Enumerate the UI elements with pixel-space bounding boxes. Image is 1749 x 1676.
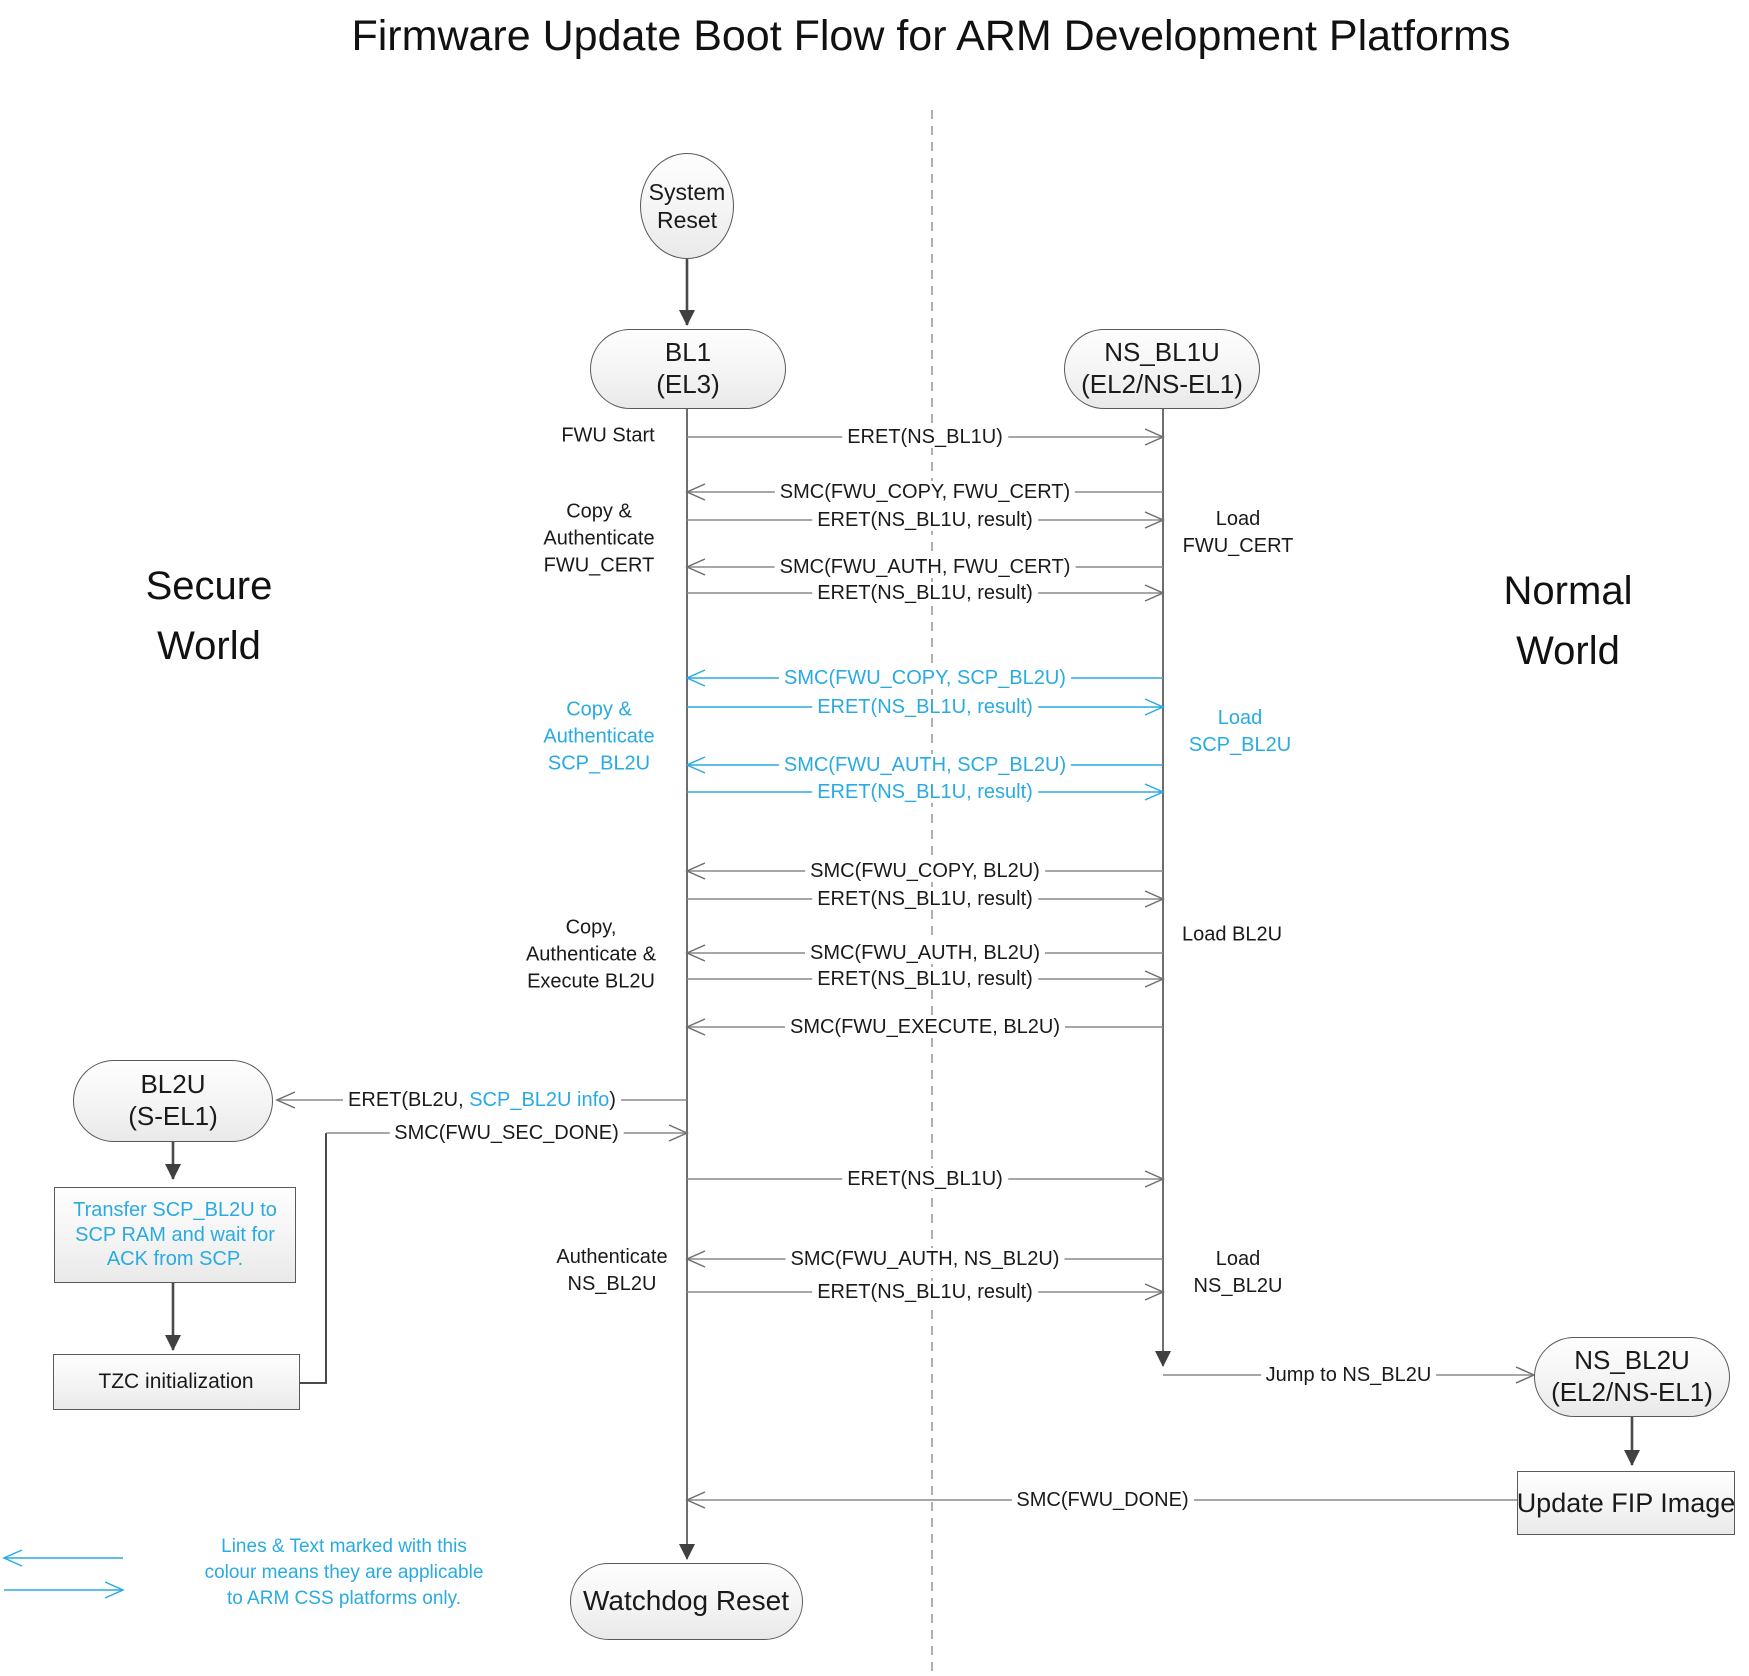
activity-label-line: Authenticate <box>543 725 655 748</box>
legend-line-2: colour means they are applicable <box>204 1562 484 1583</box>
activity-label-line: Authenticate & <box>525 943 657 966</box>
node-label: Watchdog Reset <box>583 1584 789 1616</box>
message-label: ERET(NS_BL1U, result) <box>812 781 1038 803</box>
node-label: BL2U <box>140 1069 206 1100</box>
node-label: (EL3) <box>656 369 720 399</box>
node-watchdog-reset: Watchdog Reset <box>569 1562 803 1640</box>
node-bl2u: BL2U(S-EL1) <box>73 1060 273 1142</box>
node-bl1: BL1(EL3) <box>590 329 786 409</box>
message-label-part: ERET(BL2U, <box>348 1089 470 1111</box>
activity-label-line: SCP_BL2U <box>547 752 651 775</box>
legend-line-1: Lines & Text marked with this <box>221 1536 467 1557</box>
node-label: (EL2/NS-EL1) <box>1081 369 1243 399</box>
tzc-to-smc-sec-done <box>299 1133 327 1384</box>
activity-label-line: Authenticate <box>556 1246 668 1268</box>
activity-label-line: Load <box>1217 707 1263 729</box>
node-label: NS_BL1U <box>1104 337 1220 368</box>
activity-label-line: Authenticate <box>543 527 655 550</box>
message-label: ERET(NS_BL1U, result) <box>812 1281 1038 1303</box>
message-label: ERET(BL2U, SCP_BL2U info) <box>343 1089 621 1111</box>
node-label: Reset <box>656 207 718 233</box>
message-label-part: ) <box>609 1089 616 1111</box>
message-label: ERET(NS_BL1U, result) <box>812 509 1038 531</box>
message-label: ERET(NS_BL1U, result) <box>812 968 1038 990</box>
message-label: SMC(FWU_COPY, FWU_CERT) <box>774 481 1076 503</box>
activity-label-line: Copy & <box>566 698 632 721</box>
node-ns-bl1u: NS_BL1U(EL2/NS-EL1) <box>1064 329 1260 409</box>
legend-text: Lines & Text marked with this colour mea… <box>205 1534 484 1612</box>
message-label: SMC(FWU_DONE) <box>1011 1489 1194 1511</box>
node-label: System <box>648 178 726 205</box>
message-label: SMC(FWU_AUTH, FWU_CERT) <box>774 556 1076 578</box>
message-label: SMC(FWU_COPY, SCP_BL2U) <box>779 667 1071 689</box>
activity-label-line: Load <box>1215 1248 1261 1270</box>
node-label: BL1 <box>664 337 712 368</box>
message-label: SMC(FWU_AUTH, NS_BL2U) <box>785 1248 1065 1270</box>
node-label: (EL2/NS-EL1) <box>1551 1377 1713 1407</box>
activity-label-line: Load <box>1215 508 1261 530</box>
message-label: ERET(NS_BL1U) <box>842 1168 1008 1190</box>
activity-label: Copy, Authenticate & Execute BL2U <box>526 915 656 996</box>
secure-world-line1: Secure <box>145 564 273 608</box>
node-label: SCP RAM and wait for <box>75 1223 275 1246</box>
node-label: TZC initialization <box>98 1370 254 1394</box>
activity-label-line: NS_BL2U <box>1193 1275 1283 1297</box>
node-tzc-init: TZC initialization <box>52 1354 300 1410</box>
activity-label-line: FWU_CERT <box>543 554 655 577</box>
activity-label-line: SCP_BL2U <box>1188 734 1292 756</box>
message-label: Jump to NS_BL2U <box>1260 1364 1437 1386</box>
secure-world-label: Secure World <box>146 556 273 676</box>
message-label: SMC(FWU_SEC_DONE) <box>389 1122 624 1144</box>
message-label-part: SCP_BL2U info <box>469 1089 610 1111</box>
activity-label: FWU Start <box>561 423 654 450</box>
activity-label-line: Load BL2U <box>1181 923 1283 946</box>
node-label: (S-EL1) <box>128 1101 218 1131</box>
message-label: SMC(FWU_COPY, BL2U) <box>805 860 1045 882</box>
node-label: ACK from SCP. <box>106 1248 244 1271</box>
node-label: Update FIP Image <box>1516 1487 1736 1518</box>
node-label: Transfer SCP_BL2U to <box>73 1199 277 1222</box>
secure-world-line2: World <box>157 624 261 668</box>
node-label: NS_BL2U <box>1574 1345 1690 1376</box>
normal-world-label: Normal World <box>1504 561 1633 681</box>
message-label: SMC(FWU_AUTH, SCP_BL2U) <box>778 754 1072 776</box>
node-ns-bl2u: NS_BL2U(EL2/NS-EL1) <box>1534 1337 1730 1417</box>
activity-label-line: FWU_CERT <box>1182 535 1294 557</box>
message-label: SMC(FWU_EXECUTE, BL2U) <box>784 1016 1066 1038</box>
node-update-fip: Update FIP Image <box>1517 1471 1735 1535</box>
page-title: Firmware Update Boot Flow for ARM Develo… <box>351 12 1511 60</box>
legend-line-3: to ARM CSS platforms only. <box>226 1588 462 1609</box>
activity-label: Load BL2U <box>1182 922 1282 949</box>
message-label: ERET(NS_BL1U, result) <box>812 582 1038 604</box>
normal-world-line2: World <box>1516 629 1620 673</box>
normal-world-line1: Normal <box>1503 569 1633 613</box>
message-label: ERET(NS_BL1U, result) <box>812 888 1038 910</box>
activity-label-line: Execute BL2U <box>527 970 655 993</box>
activity-label-line: Copy & <box>566 500 632 523</box>
message-label: ERET(NS_BL1U) <box>842 426 1008 448</box>
message-label: ERET(NS_BL1U, result) <box>812 696 1038 718</box>
activity-label-line: FWU Start <box>561 424 655 447</box>
activity-label-line: NS_BL2U <box>567 1273 657 1295</box>
message-label: SMC(FWU_AUTH, BL2U) <box>804 942 1046 964</box>
activity-label-line: Copy, <box>565 916 617 939</box>
